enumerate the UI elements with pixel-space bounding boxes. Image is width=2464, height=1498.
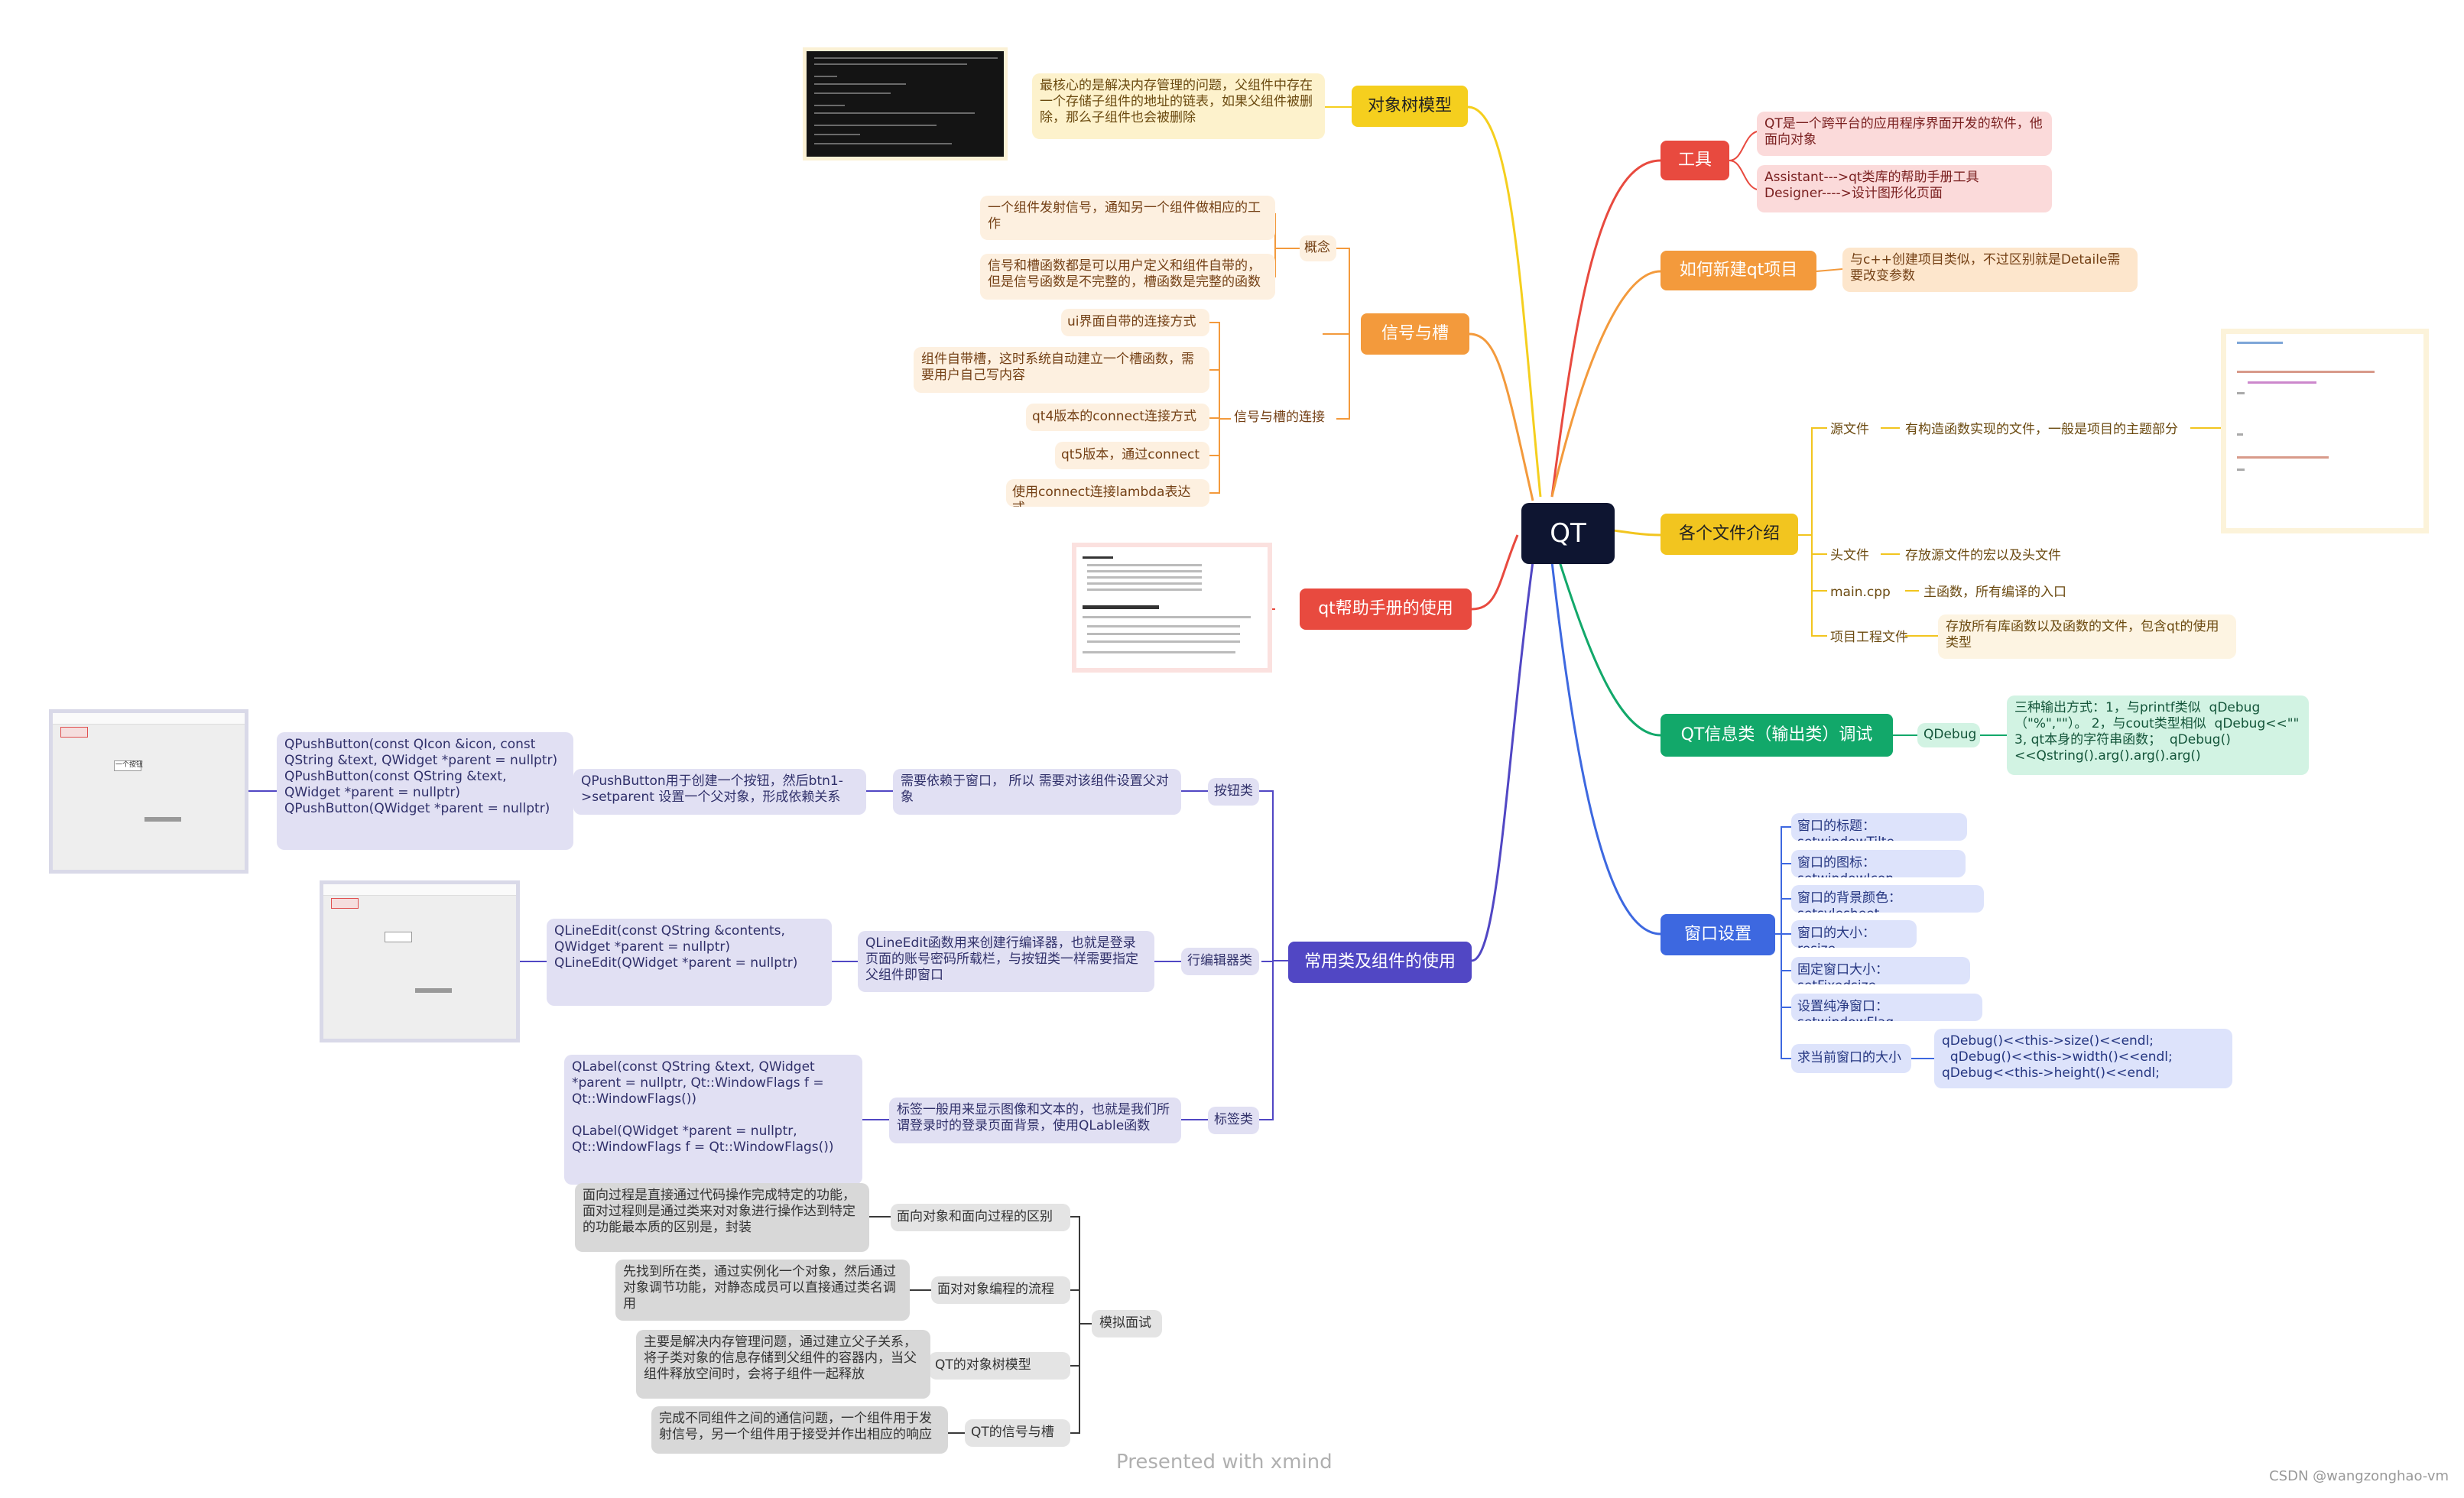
window-title[interactable]: 窗口的标题：setwindowTilte	[1791, 813, 1967, 841]
branch-object-tree[interactable]: 对象树模型	[1352, 86, 1468, 127]
connect-qt5[interactable]: qt5版本，通过connect	[1055, 442, 1209, 469]
tools-desc[interactable]: QT是一个跨平台的应用程序界面开发的软件，他面向对象	[1757, 112, 2052, 156]
class-lineedit-label[interactable]: 行编辑器类	[1181, 948, 1259, 975]
interview-title[interactable]: 模拟面试	[1092, 1310, 1162, 1338]
lineedit-window-thumbnail	[320, 880, 520, 1042]
signals-concept-label[interactable]: 概念	[1300, 235, 1336, 261]
window-flag[interactable]: 设置纯净窗口：setwindowFlag	[1791, 994, 1982, 1021]
window-icon[interactable]: 窗口的图标：setwindowIcon	[1791, 850, 1966, 877]
debug-qdebug-label[interactable]: QDebug	[1917, 723, 1980, 747]
interview-objtree-label[interactable]: QT的对象树模型	[929, 1352, 1070, 1380]
csdn-credit: CSDN @wangzonghao-vm	[2269, 1468, 2449, 1484]
interview-oop-desc[interactable]: 面向过程是直接通过代码操作完成特定的功能，面对过程则是通过类来对对象进行操作达到…	[575, 1183, 869, 1252]
branch-qt-manual[interactable]: qt帮助手册的使用	[1300, 588, 1472, 630]
branch-files[interactable]: 各个文件介绍	[1661, 514, 1798, 555]
class-label-label[interactable]: 标签类	[1208, 1107, 1259, 1134]
object-tree-desc[interactable]: 最核心的是解决内存管理的问题，父组件中存在一个存储子组件的地址的链表，如果父组件…	[1032, 73, 1325, 139]
debug-desc[interactable]: 三种输出方式：1，与printf类似 qDebug （"%",""）。 2，与c…	[2007, 696, 2309, 775]
files-main-label[interactable]: main.cpp	[1830, 585, 1891, 600]
class-button-detail[interactable]: QPushButton用于创建一个按钮，然后btn1->setparent 设置…	[573, 769, 866, 815]
source-code-thumbnail	[2221, 329, 2429, 533]
branch-signals-slots[interactable]: 信号与槽	[1361, 313, 1469, 355]
branch-common-classes[interactable]: 常用类及组件的使用	[1288, 942, 1472, 983]
interview-flow-label[interactable]: 面对对象编程的流程	[931, 1276, 1070, 1304]
class-label-ctors[interactable]: QLabel(const QString &text, QWidget *par…	[564, 1055, 862, 1185]
signals-concept-2[interactable]: 信号和槽函数都是可以用户定义和组件自带的，但是信号函数是不完整的，槽函数是完整的…	[980, 254, 1275, 300]
qt-manual-thumbnail	[1072, 543, 1272, 673]
branch-window[interactable]: 窗口设置	[1661, 914, 1775, 955]
files-project-label[interactable]: 项目工程文件	[1830, 630, 1908, 645]
files-header-label[interactable]: 头文件	[1830, 548, 1869, 563]
link-manual	[1471, 534, 1519, 611]
button-window-thumbnail: 一个按钮	[49, 709, 248, 874]
link-tools	[1550, 159, 1661, 498]
class-button-label[interactable]: 按钮类	[1208, 778, 1259, 806]
object-tree-code-thumbnail	[803, 47, 1008, 160]
interview-oop-label[interactable]: 面向对象和面向过程的区别	[891, 1204, 1070, 1231]
files-source-desc[interactable]: 有构造函数实现的文件，一般是项目的主题部分	[1905, 422, 2178, 437]
link-window	[1550, 561, 1661, 935]
connect-lambda[interactable]: 使用connect连接lambda表达式	[1006, 479, 1209, 507]
signals-connect-label[interactable]: 信号与槽的连接	[1234, 410, 1325, 425]
link-object-tree	[1467, 105, 1542, 498]
branch-tools[interactable]: 工具	[1661, 141, 1729, 180]
window-current-size[interactable]: 求当前窗口的大小	[1791, 1044, 1911, 1073]
window-size-code[interactable]: qDebug()<<this->size()<<endl; qDebug()<<…	[1934, 1029, 2232, 1088]
branch-debug[interactable]: QT信息类（输出类）调试	[1661, 714, 1893, 757]
files-project-desc[interactable]: 存放所有库函数以及函数的文件，包含qt的使用类型	[1938, 614, 2236, 659]
class-lineedit-desc[interactable]: QLineEdit函数用来创建行编译器，也就是登录页面的账号密码所载栏，与按钮类…	[858, 931, 1154, 992]
thumb-button-caption: 一个按钮	[115, 761, 144, 769]
files-header-desc[interactable]: 存放源文件的宏以及头文件	[1905, 548, 2061, 563]
class-lineedit-ctors[interactable]: QLineEdit(const QString &contents, QWidg…	[547, 919, 832, 1006]
interview-objtree-desc[interactable]: 主要是解决内存管理问题，通过建立父子关系，将子类对象的信息存储到父组件的容器内，…	[636, 1330, 930, 1399]
connect-auto-slot[interactable]: 组件自带槽，这时系统自动建立一个槽函数，需要用户自己写内容	[914, 347, 1209, 393]
connect-ui[interactable]: ui界面自带的连接方式	[1061, 309, 1209, 336]
link-debug	[1558, 561, 1661, 737]
window-fixed-size[interactable]: 固定窗口大小：setFixedsize	[1791, 957, 1970, 984]
branch-new-project[interactable]: 如何新建qt项目	[1661, 251, 1816, 290]
link-signals	[1469, 332, 1534, 501]
window-size[interactable]: 窗口的大小：resize	[1791, 920, 1917, 948]
xmind-watermark: Presented with xmind	[1116, 1451, 1333, 1474]
files-source-label[interactable]: 源文件	[1830, 422, 1869, 437]
connect-qt4[interactable]: qt4版本的connect连接方式	[1026, 404, 1209, 431]
interview-flow-desc[interactable]: 先找到所在类，通过实例化一个对象，然后通过对象调节功能，对静态成员可以直接通过类…	[615, 1260, 910, 1321]
new-project-desc[interactable]: 与c++创建项目类似，不过区别就是Detaile需要改变参数	[1842, 248, 2138, 292]
link-classes	[1471, 561, 1534, 962]
interview-signals-desc[interactable]: 完成不同组件之间的通信问题，一个组件用于发射信号，另一个组件用于接受并作出相应的…	[651, 1406, 948, 1454]
class-label-desc[interactable]: 标签一般用来显示图像和文本的，也就是我们所谓登录时的登录页面背景，使用QLabl…	[889, 1098, 1181, 1143]
files-main-desc[interactable]: 主函数，所有编译的入口	[1923, 585, 2066, 600]
root-topic[interactable]: QT	[1521, 503, 1615, 564]
window-bg-color[interactable]: 窗口的背景颜色：setsylesheet	[1791, 885, 1984, 913]
interview-signals-label[interactable]: QT的信号与槽	[965, 1419, 1070, 1447]
class-button-ctors[interactable]: QPushButton(const QIcon &icon, const QSt…	[277, 732, 573, 850]
tools-assistant-designer[interactable]: Assistant--->qt类库的帮助手册工具 Designer---->设计…	[1757, 165, 2052, 212]
class-button-desc[interactable]: 需要依赖于窗口， 所以 需要对该组件设置父对象	[893, 769, 1181, 815]
signals-concept-1[interactable]: 一个组件发射信号，通知另一个组件做相应的工作	[980, 196, 1275, 240]
link-new-project	[1550, 270, 1661, 498]
